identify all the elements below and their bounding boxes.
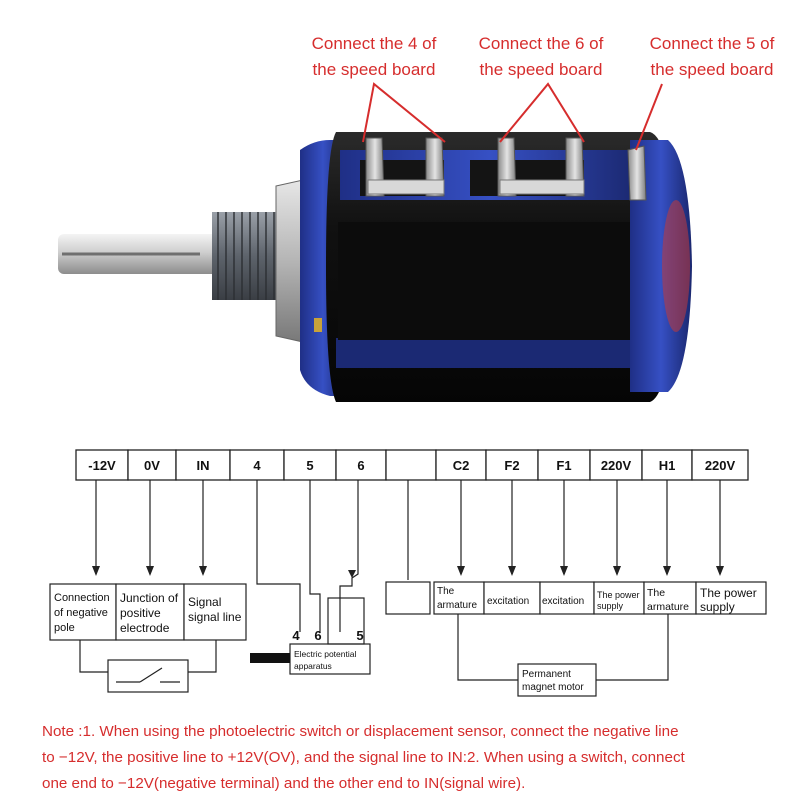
box-line: excitation (487, 596, 529, 607)
callout-pin-4: Connect the 4 of the speed board (300, 31, 448, 83)
right-box-text: The armature excitation excitation The p… (437, 586, 757, 614)
terminal-label: 220V (705, 458, 736, 473)
pot-pin-label: 4 (292, 628, 300, 643)
wire-arrowheads (92, 566, 724, 578)
box-line: The (437, 586, 455, 597)
terminal-label: 6 (357, 458, 364, 473)
terminal-label: F1 (556, 458, 571, 473)
potentiometer-photo (58, 82, 692, 402)
left-function-boxes (49, 583, 247, 641)
terminal-label: F2 (504, 458, 519, 473)
callout-pin-5-line2: the speed board (650, 60, 774, 79)
box-line: Signal (188, 595, 221, 609)
motor-wiring (457, 614, 669, 681)
potentiometer-symbol (289, 597, 371, 675)
terminal-label: 5 (306, 458, 313, 473)
terminal-label: 220V (601, 458, 632, 473)
solder-lug-4 (365, 137, 445, 197)
right-function-boxes (385, 581, 767, 615)
rear-cap (662, 200, 690, 332)
usage-note: Note :1. When using the photoelectric sw… (42, 719, 782, 797)
box-line: signal line (188, 610, 242, 624)
usage-note-line3: one end to −12V(negative terminal) and t… (42, 775, 526, 792)
blue-frame-bottom (336, 338, 646, 368)
terminal-strip (75, 449, 749, 481)
callout-lines (362, 82, 663, 151)
usage-note-line1: Note :1. When using the photoelectric sw… (42, 723, 679, 740)
pot-label-line: apparatus (294, 661, 332, 671)
box-line: Connection (54, 592, 110, 604)
box-line: armature (647, 601, 689, 613)
box-line: supply (700, 600, 735, 614)
box-line: of negative (54, 607, 108, 619)
terminal-label: H1 (659, 458, 676, 473)
box-line: Junction of (120, 591, 179, 605)
box-line: supply (597, 601, 624, 611)
left-box-text: Connection of negative pole Junction of … (54, 591, 242, 635)
box-line: pole (54, 622, 75, 634)
box-line: The power (597, 590, 640, 600)
box-line: electrode (120, 621, 170, 635)
pot-label-line: Electric potential (294, 649, 356, 659)
callout-pin-6-line1: Connect the 6 of (478, 34, 604, 53)
pot-pin-labels: 4 6 5 (292, 628, 363, 643)
box-line: armature (437, 600, 477, 611)
box-line: The power (700, 586, 757, 600)
box-line: positive (120, 606, 161, 620)
box-line: The (647, 587, 665, 599)
callout-pin-6-line2: the speed board (479, 60, 603, 79)
solder-lug-6 (497, 137, 585, 197)
callout-pin-6: Connect the 6 of the speed board (466, 31, 616, 83)
motor-label-line: Permanent (522, 669, 571, 680)
pot-pin-label: 6 (314, 628, 321, 643)
callout-pin-4-line1: Connect the 4 of (311, 34, 437, 53)
terminal-labels: -12V 0V IN 4 5 6 C2 F2 F1 220V H1 220V (88, 458, 735, 473)
solder-lug-5 (627, 145, 647, 201)
usage-note-line2: to −12V, the positive line to +12V(OV), … (42, 749, 685, 766)
terminal-label: C2 (453, 458, 470, 473)
callout-pin-4-line2: the speed board (312, 60, 436, 79)
box-line: excitation (542, 596, 584, 607)
motor-box (517, 663, 597, 697)
switch-circuit (79, 640, 217, 693)
terminal-wires (95, 480, 721, 632)
terminal-label: 0V (144, 458, 160, 473)
terminal-label: IN (197, 458, 210, 473)
wiring-diagram: -12V 0V IN 4 5 6 C2 F2 F1 220V H1 220V (49, 449, 767, 697)
terminal-label: 4 (253, 458, 261, 473)
terminal-label: -12V (88, 458, 116, 473)
threaded-bushing (212, 212, 280, 300)
motor-label-line: magnet motor (522, 682, 584, 693)
body-wrap (338, 222, 644, 340)
callout-pin-5-line1: Connect the 5 of (649, 34, 775, 53)
pot-pin-label: 5 (356, 628, 363, 643)
callout-pin-5: Connect the 5 of the speed board (638, 31, 786, 83)
potentiometer-shaft-symbol (250, 653, 290, 663)
